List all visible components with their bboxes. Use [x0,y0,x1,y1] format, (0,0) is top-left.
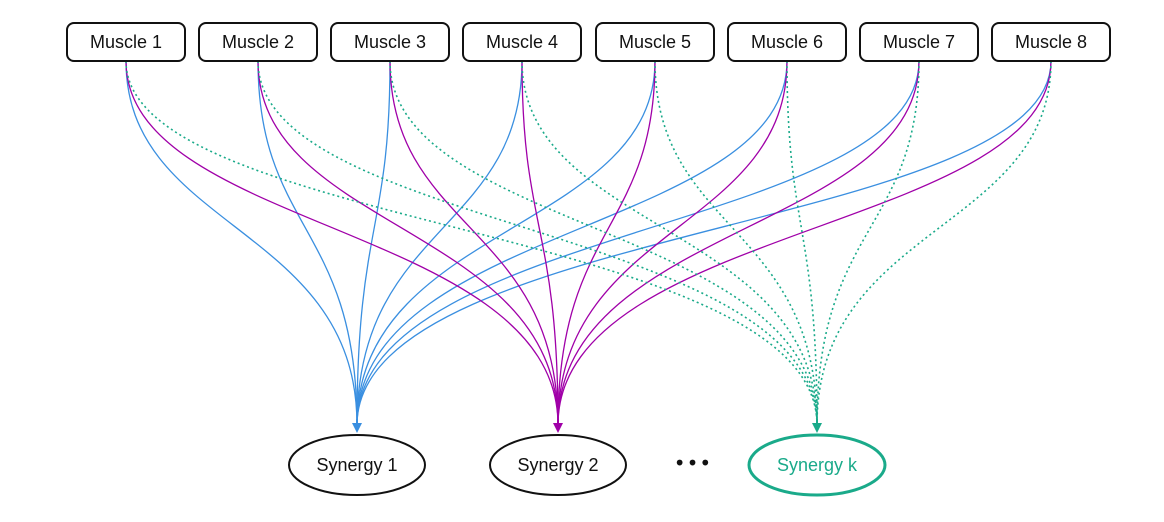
synergy-label: Synergy 2 [517,455,598,475]
muscle-label: Muscle 2 [222,32,294,52]
edge-muscle-3-to-synergy-3 [389,60,818,426]
arrowhead-3 [812,423,822,433]
edge-muscle-6-to-synergy-3 [786,60,818,426]
muscle-label: Muscle 1 [90,32,162,52]
muscle-node-8[interactable]: Muscle 8 [991,22,1111,62]
muscle-label: Muscle 7 [883,32,955,52]
edge-muscle-6-to-synergy-1 [356,60,788,426]
edge-muscle-2-to-synergy-2 [257,60,559,426]
edge-muscle-5-to-synergy-2 [557,60,656,426]
edge-muscle-4-to-synergy-2 [521,60,559,426]
muscle-node-1[interactable]: Muscle 1 [66,22,186,62]
muscle-node-6[interactable]: Muscle 6 [727,22,847,62]
muscle-node-2[interactable]: Muscle 2 [198,22,318,62]
arrowheads-layer [352,419,822,433]
edge-muscle-4-to-synergy-3 [521,60,818,426]
edge-muscle-3-to-synergy-2 [389,60,559,426]
ellipsis-indicator: ••• [674,451,712,475]
edge-muscle-7-to-synergy-2 [557,60,920,426]
synergy-nodes: Synergy 1 Synergy 2 Synergy k ••• [288,433,887,497]
muscle-label: Muscle 6 [751,32,823,52]
synergy-node-1[interactable]: Synergy 1 [288,434,426,496]
muscle-node-4[interactable]: Muscle 4 [462,22,582,62]
edge-muscle-7-to-synergy-3 [816,60,920,426]
synergy-node-k[interactable]: Synergy k [747,433,887,497]
edge-muscle-1-to-synergy-3 [125,60,818,426]
muscle-node-5[interactable]: Muscle 5 [595,22,715,62]
muscle-node-7[interactable]: Muscle 7 [859,22,979,62]
edges-layer [125,60,1052,426]
edge-muscle-8-to-synergy-2 [557,60,1052,426]
edge-muscle-7-to-synergy-1 [356,60,920,426]
muscle-label: Muscle 5 [619,32,691,52]
edge-muscle-5-to-synergy-1 [356,60,656,426]
muscle-boxes: Muscle 1 Muscle 2 Muscle 3 Muscle 4 Musc… [66,22,1111,62]
edge-muscle-2-to-synergy-1 [257,60,358,426]
edge-muscle-6-to-synergy-2 [557,60,788,426]
edge-muscle-8-to-synergy-3 [816,60,1052,426]
muscle-label: Muscle 8 [1015,32,1087,52]
synergy-label: Synergy k [777,455,858,475]
muscle-node-3[interactable]: Muscle 3 [330,22,450,62]
edge-muscle-5-to-synergy-3 [654,60,818,426]
edge-muscle-4-to-synergy-1 [356,60,523,426]
edge-muscle-1-to-synergy-1 [125,60,358,426]
edge-muscle-3-to-synergy-1 [356,60,391,426]
arrowhead-1 [352,423,362,433]
arrowhead-2 [553,423,563,433]
muscle-label: Muscle 4 [486,32,558,52]
synergy-label: Synergy 1 [316,455,397,475]
edge-muscle-8-to-synergy-1 [356,60,1052,426]
edge-muscle-1-to-synergy-2 [125,60,559,426]
edge-muscle-2-to-synergy-3 [257,60,818,426]
muscle-label: Muscle 3 [354,32,426,52]
synergy-node-2[interactable]: Synergy 2 [489,434,627,496]
